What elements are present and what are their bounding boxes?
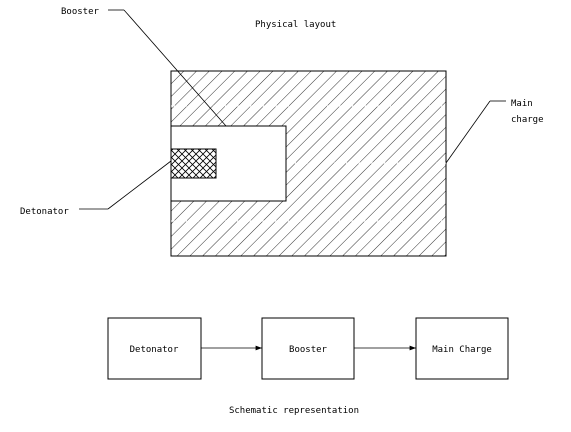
schematic-box-main-charge (415, 317, 509, 380)
physical-layout-title: Physical layout (255, 20, 336, 30)
main-charge-label-line2: charge (511, 115, 544, 125)
schematic-representation-title: Schematic representation (229, 406, 359, 416)
main-charge-label-line1: Main (511, 99, 533, 109)
booster-leader-diagonal (123, 9, 227, 127)
schematic-label-main-charge: Main Charge (432, 345, 492, 355)
detonator-leader-diagonal (107, 160, 172, 210)
schematic-box-booster (261, 317, 355, 380)
detonator-label: Detonator (20, 207, 69, 217)
detonator-block (170, 148, 217, 179)
main-charge-leader-diagonal (445, 100, 491, 164)
schematic-label-detonator: Detonator (130, 345, 179, 355)
schematic-label-booster: Booster (289, 345, 328, 355)
booster-label: Booster (61, 7, 100, 17)
schematic-box-detonator (107, 317, 202, 380)
